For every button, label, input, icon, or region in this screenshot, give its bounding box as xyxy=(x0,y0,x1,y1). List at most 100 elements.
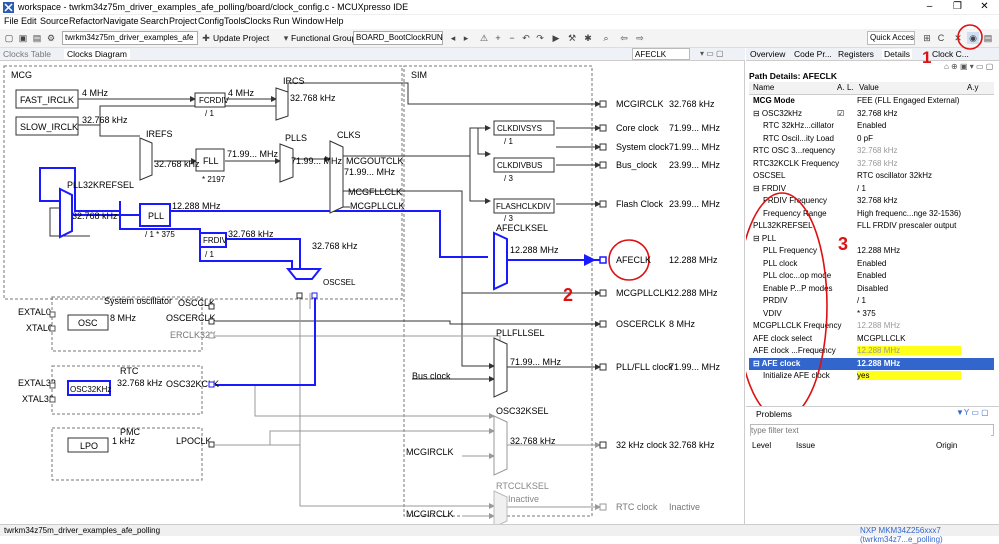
zoom-in-icon[interactable]: + xyxy=(495,33,501,43)
svg-text:32.768 kHz: 32.768 kHz xyxy=(290,93,336,103)
svg-text:/ 1: / 1 xyxy=(504,137,513,146)
menu-window[interactable]: Window xyxy=(292,16,325,26)
tab-clocks-diagram[interactable]: Clocks Diagram xyxy=(64,49,130,59)
menu-file[interactable]: File xyxy=(4,16,19,26)
col-level[interactable]: Level xyxy=(752,441,772,450)
warning-icon[interactable]: ⚠ xyxy=(479,33,489,43)
menu-source[interactable]: Source xyxy=(40,16,69,26)
col-issue[interactable]: Issue xyxy=(796,441,816,450)
menu-search[interactable]: Search xyxy=(140,16,169,26)
tab-clocks-table[interactable]: Clocks Table xyxy=(3,49,52,59)
diagram-search-input[interactable]: AFECLK xyxy=(632,48,690,60)
details-row[interactable]: ⊟ FRDIV/ 1 xyxy=(749,183,994,196)
details-row-name: RTC OSC 3...requency xyxy=(753,146,836,155)
svg-text:12.288 MHz: 12.288 MHz xyxy=(172,201,221,211)
project-combo[interactable]: twrkm34z75m_driver_examples_afe xyxy=(62,31,198,45)
sim-label: SIM xyxy=(411,70,427,80)
update-project-button[interactable]: Update Project xyxy=(213,33,270,43)
tab-details[interactable]: Details xyxy=(882,49,912,59)
nav-fwd-icon[interactable]: ▸ xyxy=(463,33,469,43)
perspective-icon[interactable]: ⊞ xyxy=(923,33,931,43)
debug-icon[interactable]: ⚙ xyxy=(46,33,56,43)
output-5-freq: 12.288 MHz xyxy=(669,255,718,265)
minimize-button[interactable]: – xyxy=(926,1,933,12)
pins-perspective-icon[interactable]: ▤ xyxy=(983,33,993,43)
new-icon[interactable]: ▢ xyxy=(4,33,14,43)
svg-text:32.768 kHz: 32.768 kHz xyxy=(510,436,556,446)
settings-icon[interactable]: ✱ xyxy=(584,33,592,43)
menu-help[interactable]: Help xyxy=(325,16,344,26)
tab-registers[interactable]: Registers xyxy=(838,49,874,59)
redo-icon[interactable]: ↷ xyxy=(536,33,544,43)
details-row[interactable]: VDIV* 375 xyxy=(749,308,994,321)
clock-diagram[interactable]: MCG SIM xyxy=(0,61,745,524)
svg-text:FRDIV: FRDIV xyxy=(203,236,228,245)
status-device[interactable]: NXP MKM34Z256xxx7 (twrkm34z7...e_polling… xyxy=(860,526,943,544)
problems-tab[interactable]: Problems xyxy=(756,409,792,419)
tab-overview[interactable]: Overview xyxy=(750,49,786,59)
c-perspective-icon[interactable]: C xyxy=(937,33,945,43)
undo-icon[interactable]: ↶ xyxy=(522,33,530,43)
details-row-name: Enable P...P modes xyxy=(763,283,833,293)
details-row[interactable]: ⊟ OSC32kHz☑32.768 kHz xyxy=(749,108,994,121)
title-bar: workspace - twrkm34z75m_driver_examples_… xyxy=(0,0,999,15)
svg-text:OSCSEL: OSCSEL xyxy=(323,278,356,287)
quick-access-input[interactable]: Quick Access xyxy=(867,31,915,45)
forward-icon[interactable]: ⇨ xyxy=(636,33,644,43)
svg-text:MCGPLLCLK: MCGPLLCLK xyxy=(350,201,405,211)
maximize-button[interactable]: ❐ xyxy=(953,1,962,12)
nav-back-icon[interactable]: ◂ xyxy=(450,33,456,43)
update-icon[interactable]: ✚ xyxy=(202,33,210,43)
menu-configtools[interactable]: ConfigTools xyxy=(198,16,246,26)
view-menu-icon[interactable]: ▾ ▭ ▢ xyxy=(700,49,724,58)
menu-project[interactable]: Project xyxy=(169,16,198,26)
zoom-out-icon[interactable]: − xyxy=(509,33,515,43)
build-icon[interactable]: ⚒ xyxy=(567,33,577,43)
filter-icon[interactable]: ▼Y ▭ ▢ xyxy=(956,408,989,417)
functional-group-combo[interactable]: BOARD_BootClockRUN xyxy=(353,31,443,45)
checkbox-icon[interactable]: ☑ xyxy=(837,108,845,118)
svg-text:Bus clock: Bus clock xyxy=(412,371,451,381)
menu-clocks[interactable]: Clocks xyxy=(244,16,272,26)
problems-filter-input[interactable] xyxy=(751,425,991,436)
tab-code-preview[interactable]: Code Pr... xyxy=(794,49,832,59)
close-button[interactable]: ✕ xyxy=(980,1,989,12)
save-all-icon[interactable]: ▤ xyxy=(32,33,42,43)
back-icon[interactable]: ⇦ xyxy=(620,33,628,43)
menu-refactor[interactable]: Refactor xyxy=(69,16,104,26)
details-row[interactable]: PRDIV/ 1 xyxy=(749,295,994,308)
menu-navigate[interactable]: Navigate xyxy=(103,16,139,26)
clocks-perspective-icon[interactable]: ◉ xyxy=(967,32,979,44)
search-icon[interactable]: ⌕ xyxy=(603,33,609,43)
run-icon[interactable]: ▶ xyxy=(552,33,560,43)
details-toolbar-icons[interactable]: ⌂ ⊕ ▣ ▾ ▭ ▢ xyxy=(944,62,994,71)
details-row-name: MCGPLLCLK Frequency xyxy=(753,321,842,330)
menu-run[interactable]: Run xyxy=(273,16,290,26)
svg-text:OSCCLK: OSCCLK xyxy=(178,298,215,308)
col-origin[interactable]: Origin xyxy=(936,441,958,450)
svg-text:ERCLK32K: ERCLK32K xyxy=(170,330,216,340)
details-row-value: / 1 xyxy=(857,183,866,193)
tab-clock-consumers[interactable]: Clock C... xyxy=(932,49,969,59)
save-icon[interactable]: ▣ xyxy=(18,33,28,43)
menu-edit[interactable]: Edit xyxy=(21,16,37,26)
details-row[interactable]: ⊟ PLL xyxy=(749,233,994,246)
